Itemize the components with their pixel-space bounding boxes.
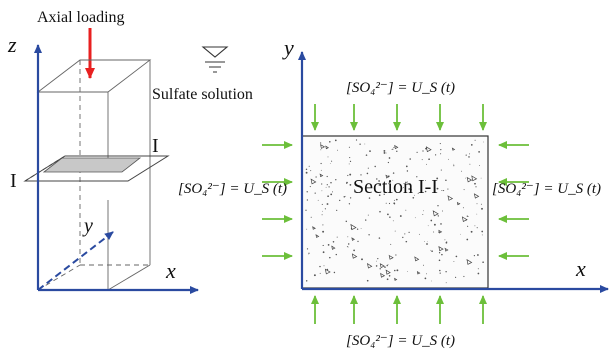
water-level-icon [201, 46, 229, 58]
boundary-condition-top: [SO₄²⁻] = U_S (t) [346, 80, 455, 96]
specimen-prism [36, 59, 152, 291]
sulfate-flux-arrows [262, 104, 529, 324]
sulfate-solution-legend: Sulfate solution [152, 46, 253, 103]
y-axis-label-left: y [82, 215, 93, 237]
section-area-shading [42, 157, 142, 173]
aggregate-texture [305, 139, 485, 284]
plane-label-right: I [152, 135, 159, 157]
y-axis-left [37, 231, 114, 291]
axial-loading-label: Axial loading [37, 9, 125, 26]
sulfate-solution-label: Sulfate solution [152, 86, 253, 103]
x-axis-label-left: x [165, 258, 176, 283]
cutting-plane [23, 155, 170, 182]
boundary-condition-left: [SO₄²⁻] = U_S (t) [178, 181, 287, 197]
section-diagram: Section I-I y x [SO₄²⁻] = U_S (t) [SO₄²⁻… [178, 35, 609, 349]
boundary-condition-right: [SO₄²⁻] = U_S (t) [492, 181, 601, 197]
concrete-section [301, 135, 489, 289]
plane-label-left: I [10, 170, 17, 192]
specimen-3d-diagram: Axial loading I I z x y [7, 9, 199, 294]
boundary-condition-bottom: [SO₄²⁻] = U_S (t) [346, 333, 455, 349]
y-axis-label-right: y [282, 35, 294, 60]
x-axis-label-right: x [575, 256, 586, 281]
z-axis-label: z [7, 32, 17, 57]
section-label: Section I-I [353, 176, 438, 198]
